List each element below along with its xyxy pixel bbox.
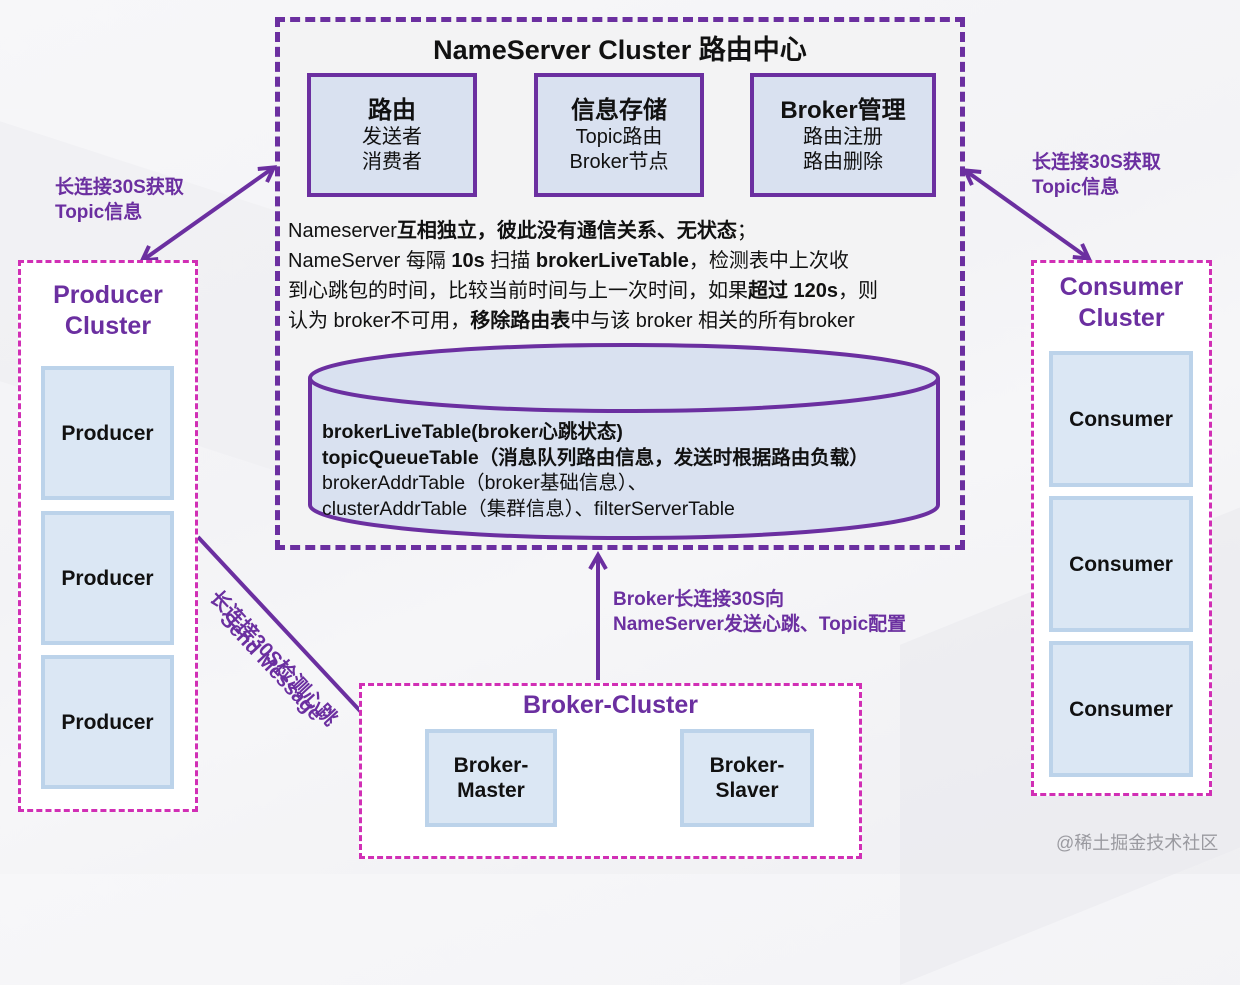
node-label: Broker- — [709, 754, 785, 777]
cluster-title-line: Producer — [53, 281, 163, 309]
consumer-node: Consumer — [1049, 496, 1193, 632]
function-line: 路由注册 — [803, 126, 883, 148]
nameserver-title: NameServer Cluster 路由中心 — [433, 35, 807, 65]
consumer-edge-label: 长连接30S获取 Topic信息 — [1032, 150, 1161, 200]
producer-cluster-title: Producer Cluster — [18, 280, 198, 342]
nameserver-description: Nameserver互相独立，彼此没有通信关系、无状态； NameServer … — [288, 216, 948, 336]
function-line: 发送者 — [362, 126, 422, 148]
desc-text: Nameserver — [288, 220, 397, 242]
consumer-node: Consumer — [1049, 641, 1193, 777]
database-cylinder — [308, 343, 940, 540]
consumer-node: Consumer — [1049, 351, 1193, 487]
database-line: brokerLiveTable(broker心跳状态) — [322, 421, 623, 443]
desc-emphasis: brokerLiveTable — [535, 250, 689, 272]
function-box-storage: 信息存储 Topic路由 Broker节点 — [534, 73, 704, 197]
producer-node: Producer — [41, 655, 174, 789]
producer-node: Producer — [41, 511, 174, 645]
broker-edge-label: Broker长连接30S向 NameServer发送心跳、Topic配置 — [613, 587, 906, 637]
consumer-cluster-title: Consumer Cluster — [1031, 272, 1212, 334]
arrow-consumer-nameserver — [961, 168, 1093, 261]
edge-label-line: 长连接30S获取 — [1032, 152, 1161, 173]
diagram-overlay — [138, 165, 1093, 788]
desc-emphasis: 10s — [451, 250, 485, 272]
node-label: Master — [457, 779, 525, 802]
broker-master-node: Broker- Master — [425, 729, 557, 827]
desc-text: NameServer 每隔 — [288, 250, 452, 272]
desc-text: ，检测表中上次收 — [688, 250, 849, 272]
database-line: brokerAddrTable（broker基础信息）、 — [322, 472, 648, 494]
broker-slaver-node: Broker- Slaver — [680, 729, 814, 827]
function-box-routing: 路由 发送者 消费者 — [307, 73, 477, 197]
edge-label-line: Topic信息 — [55, 202, 143, 223]
node-label: Broker- — [453, 754, 529, 777]
desc-line-1: Nameserver互相独立，彼此没有通信关系、无状态； — [288, 216, 948, 246]
edge-label-line: NameServer发送心跳、Topic配置 — [613, 614, 907, 635]
desc-text: 到心跳包的时间，比较当前时间与上一次时间，如果 — [288, 280, 748, 302]
cluster-title-line: Consumer — [1059, 273, 1184, 301]
broker-cluster-title: Broker-Cluster — [522, 691, 699, 719]
desc-line-4: 认为 broker不可用，移除路由表中与该 broker 相关的所有broker — [288, 306, 948, 336]
database-line: clusterAddrTable（集群信息）、filterServerTable — [322, 497, 735, 520]
cluster-title-line: Cluster — [64, 312, 152, 340]
edge-label-line: Topic信息 — [1032, 177, 1120, 198]
desc-line-2: NameServer 每隔 10s 扫描 brokerLiveTable，检测表… — [288, 246, 948, 276]
function-title: 路由 — [368, 97, 416, 124]
desc-text: ； — [736, 220, 757, 242]
function-box-broker-management: Broker管理 路由注册 路由删除 — [750, 73, 936, 197]
function-title: 信息存储 — [571, 97, 667, 124]
function-line: 消费者 — [362, 151, 422, 173]
desc-emphasis: 互相独立，彼此没有通信关系、无状态 — [396, 220, 737, 242]
desc-emphasis: 超过 120s — [748, 280, 839, 302]
producer-edge-label: 长连接30S获取 Topic信息 — [55, 175, 184, 225]
node-label: Slaver — [715, 779, 779, 802]
function-title: Broker管理 — [780, 97, 906, 124]
edge-label-line: 长连接30S获取 — [55, 177, 184, 198]
function-line: Topic路由 — [575, 126, 663, 148]
database-tables: brokerLiveTable(broker心跳状态) topicQueueTa… — [322, 420, 942, 522]
cluster-title-line: Cluster — [1078, 304, 1165, 332]
watermark: @稀土掘金技术社区 — [1056, 833, 1219, 853]
desc-text: 中与该 broker 相关的所有broker — [570, 310, 855, 332]
desc-emphasis: 移除路由表 — [470, 310, 571, 332]
database-line: topicQueueTable（消息队列路由信息，发送时根据路由负载） — [322, 446, 869, 469]
function-line: Broker节点 — [569, 151, 669, 173]
producer-node: Producer — [41, 366, 174, 500]
desc-text: 认为 broker不可用， — [288, 310, 471, 332]
arrow-producer-nameserver — [138, 165, 278, 263]
desc-text: ，则 — [838, 280, 879, 302]
edge-label-line: Broker长连接30S向 — [613, 589, 785, 610]
desc-line-3: 到心跳包的时间，比较当前时间与上一次时间，如果超过 120s，则 — [288, 276, 948, 306]
function-line: 路由删除 — [803, 151, 883, 173]
desc-text: 扫描 — [484, 250, 536, 272]
